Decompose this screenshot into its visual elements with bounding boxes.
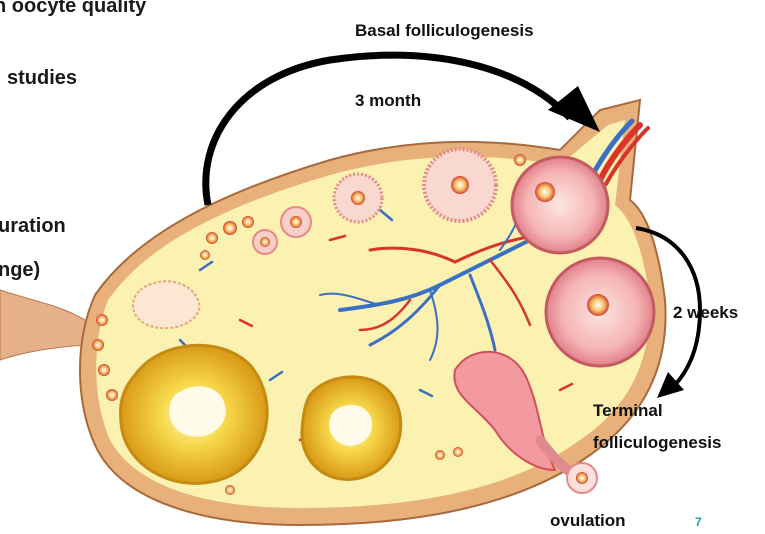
label-ovulation: ovulation bbox=[550, 510, 626, 531]
label-3-month: 3 month bbox=[355, 90, 421, 111]
antral-follicle-lower bbox=[546, 258, 654, 366]
released-oocyte bbox=[567, 463, 597, 493]
corpus-luteum-large bbox=[121, 345, 268, 483]
label-basal-folliculogenesis: Basal folliculogenesis bbox=[355, 20, 534, 41]
basal-arrow-head bbox=[548, 86, 600, 132]
corpus-luteum-small bbox=[302, 377, 401, 480]
label-terminal: Terminal bbox=[593, 400, 663, 421]
antral-follicle-upper bbox=[512, 157, 608, 253]
label-2-weeks: 2 weeks bbox=[673, 302, 738, 323]
corpus-albicans bbox=[133, 281, 199, 328]
page-number: 7 bbox=[695, 515, 702, 529]
label-folliculogenesis: folliculogenesis bbox=[593, 432, 721, 453]
